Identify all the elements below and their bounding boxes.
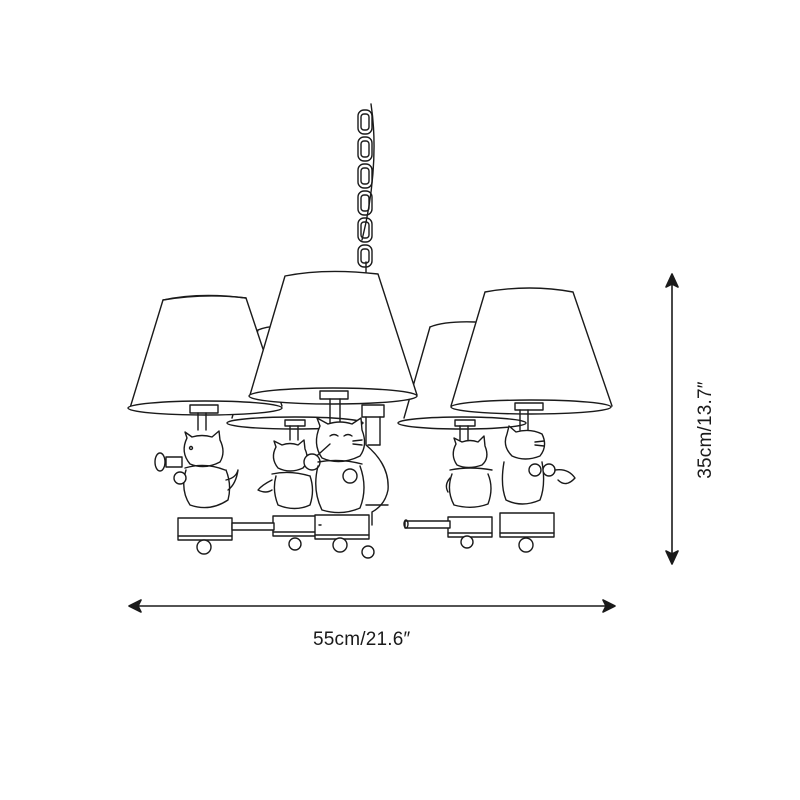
lamp-shade-front-left (128, 295, 282, 430)
lamp-shade-back-right (398, 322, 526, 440)
cat-figurine-trumpet (155, 431, 238, 554)
height-dimension-label: 35cm/13.7″ (695, 381, 716, 479)
cat-figurine-bowtie (500, 426, 575, 552)
width-dimension-arrow (129, 600, 615, 612)
lamp-shade-front-right (451, 288, 612, 430)
cat-figurine-dancing (258, 440, 319, 550)
lamp-shade-center (249, 271, 417, 425)
chandelier-arms (232, 520, 450, 530)
width-dimension-label: 55cm/21.6″ (313, 629, 411, 650)
height-dimension-arrow (666, 274, 678, 564)
central-column (362, 405, 388, 525)
cat-figurine-flute (304, 418, 374, 558)
cat-figurine-tail (446, 436, 492, 548)
hanging-chain (358, 104, 374, 275)
